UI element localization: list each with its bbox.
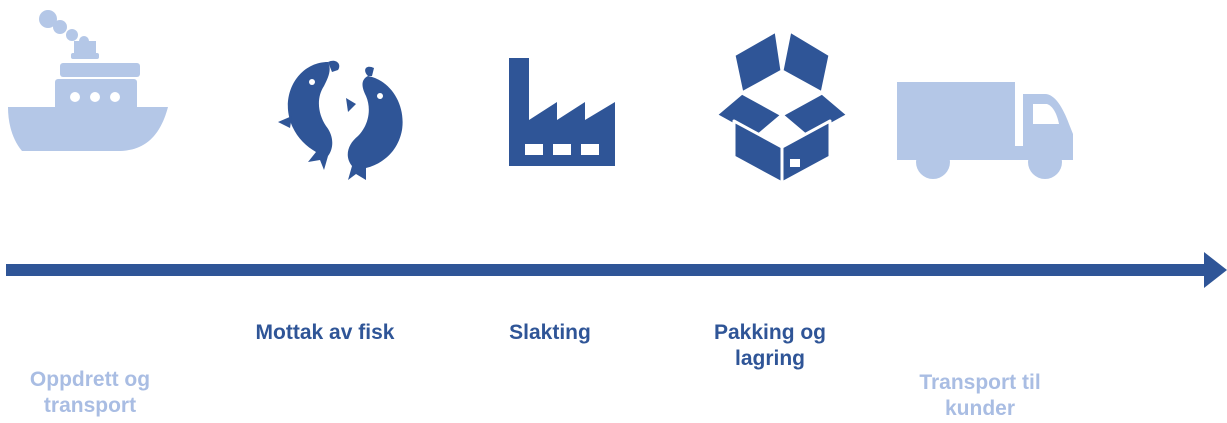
truck-icon xyxy=(897,82,1073,179)
fish-cycle-icon xyxy=(278,60,403,180)
timeline-arrow xyxy=(6,252,1227,288)
step-label-oppdrett: Oppdrett og transport xyxy=(29,368,151,417)
open-box-icon xyxy=(714,29,850,185)
step-label-mottak: Mottak av fisk xyxy=(255,321,395,344)
step-label-pakking: Pakking og lagring xyxy=(713,321,827,370)
factory-icon xyxy=(509,58,615,166)
ship-icon xyxy=(8,10,168,151)
step-label-transport: Transport til kunder xyxy=(919,371,1041,420)
step-label-slakting: Slakting xyxy=(509,321,591,344)
